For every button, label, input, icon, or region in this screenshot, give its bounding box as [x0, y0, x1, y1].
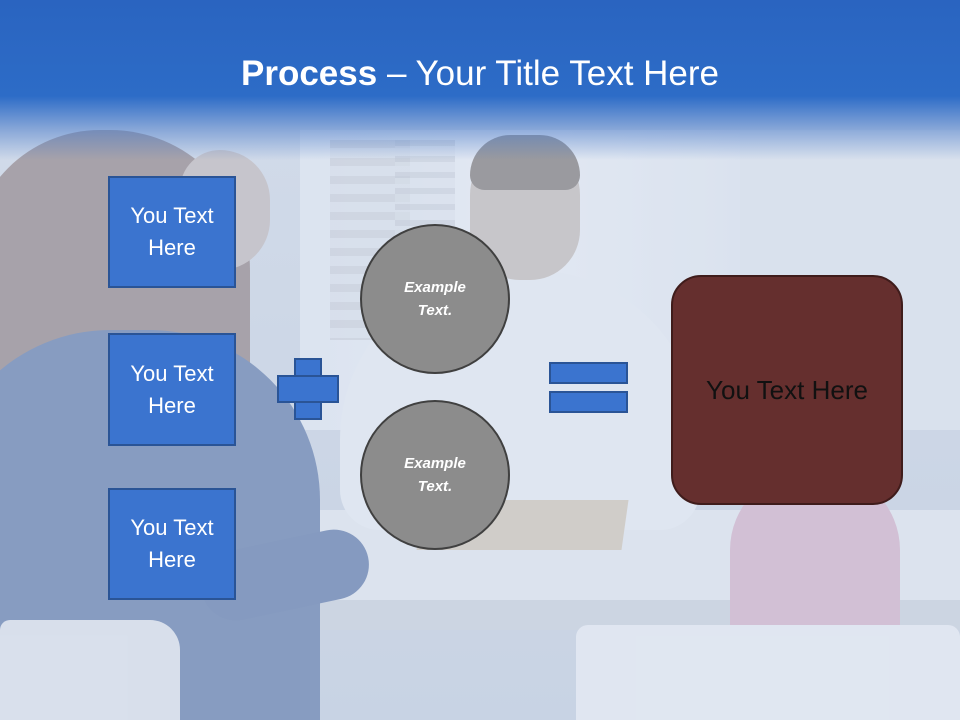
equals-icon-bottom-bar: [549, 391, 628, 413]
result-box[interactable]: You Text Here: [671, 275, 903, 505]
example-circle-1[interactable]: Example Text.: [360, 224, 510, 374]
title-rest: – Your Title Text Here: [377, 54, 719, 93]
input-box-2[interactable]: You Text Here: [108, 333, 236, 446]
slide-title[interactable]: Process – Your Title Text Here: [0, 52, 960, 96]
example-circle-label: Example Text.: [404, 455, 466, 495]
example-circle-2[interactable]: Example Text.: [360, 400, 510, 550]
result-box-label: You Text Here: [706, 375, 868, 405]
title-bold: Process: [241, 54, 378, 93]
input-box-3[interactable]: You Text Here: [108, 488, 236, 600]
bg-chair: [0, 620, 180, 720]
input-box-1[interactable]: You Text Here: [108, 176, 236, 288]
bg-chair: [576, 625, 960, 720]
plus-icon-center: [296, 377, 320, 401]
input-box-label: You Text Here: [130, 203, 214, 260]
equals-icon-top-bar: [549, 362, 628, 384]
title-band: [0, 0, 960, 160]
example-circle-label: Example Text.: [404, 279, 466, 319]
input-box-label: You Text Here: [130, 360, 214, 418]
input-box-label: You Text Here: [130, 515, 214, 572]
